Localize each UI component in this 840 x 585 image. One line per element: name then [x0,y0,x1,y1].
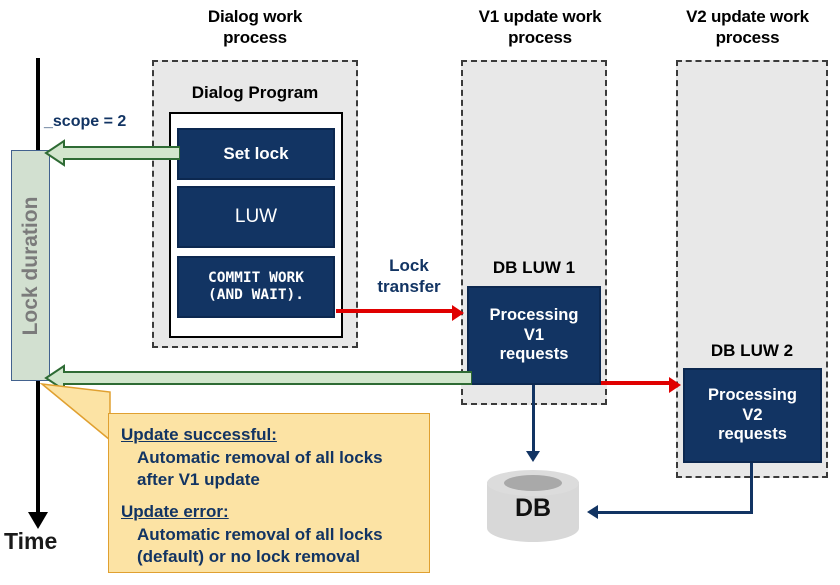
time-axis-label: Time [4,528,58,554]
column-title-line: V2 update work process [686,7,809,48]
lock-transfer-arrowhead-icon [452,305,464,321]
set-lock-to-lock-duration-arrow [44,139,180,167]
dialog-program-title: Dialog Program [191,83,319,102]
db-luw-2-caption: DB LUW 2 [710,341,794,360]
v2-to-db-arrowhead-icon [587,505,598,519]
lock-duration-bar: Lock duration [11,150,50,381]
processing-v1-requests-label: Processing V1 requests [489,306,579,364]
column-title-dialog-work-process: Dialog work process [150,6,360,49]
lock-removal-callout: Update successful: Automatic removal of … [108,413,430,573]
v1-to-v2-arrow-line [601,381,671,385]
lock-release-arrow [44,364,472,392]
callout-error-body: Automatic removal of all locks (default)… [137,525,383,567]
column-title-v2-update-work-process: V2 update work process [655,6,840,49]
v2-to-db-arrow-vertical [750,463,753,514]
callout-success-heading: Update successful: [121,425,277,444]
processing-v1-requests-box[interactable]: Processing V1 requests [467,286,601,385]
v1-to-v2-arrowhead-icon [669,377,681,393]
callout-success-body: Automatic removal of all locks after V1 … [137,448,383,490]
set-lock-box[interactable]: Set lock [177,128,335,180]
time-axis-arrowhead-icon [28,512,48,529]
scope-parameter-label: _scope = 2 [44,113,127,130]
luw-box[interactable]: LUW [177,186,335,248]
callout-spacer [121,491,417,501]
callout-error-heading: Update error: [121,502,229,522]
v1-to-db-arrow-line [532,385,535,453]
column-title-line: Dialog work process [207,7,303,48]
lock-transfer-arrow-line [336,309,454,313]
luw-label: LUW [234,205,278,227]
set-lock-label: Set lock [223,143,289,163]
v2-to-db-arrow-horizontal [598,511,753,514]
database-cylinder-icon: DB [487,470,579,554]
v1-to-db-arrowhead-icon [526,451,540,462]
commit-work-label: COMMIT WORK (AND WAIT). [207,269,305,303]
lock-transfer-label: Lock transfer [377,256,441,296]
column-title-v1-update-work-process: V1 update work process [440,6,640,49]
db-luw-1-caption: DB LUW 1 [492,258,576,277]
column-title-line: V1 update work process [478,7,602,48]
processing-v2-requests-label: Processing V2 requests [708,386,797,444]
database-label: DB [514,494,552,522]
database-inner-ellipse [504,475,562,491]
lock-duration-label: Lock duration [18,196,42,335]
processing-v2-requests-box[interactable]: Processing V2 requests [683,368,822,463]
commit-work-box[interactable]: COMMIT WORK (AND WAIT). [177,256,335,318]
